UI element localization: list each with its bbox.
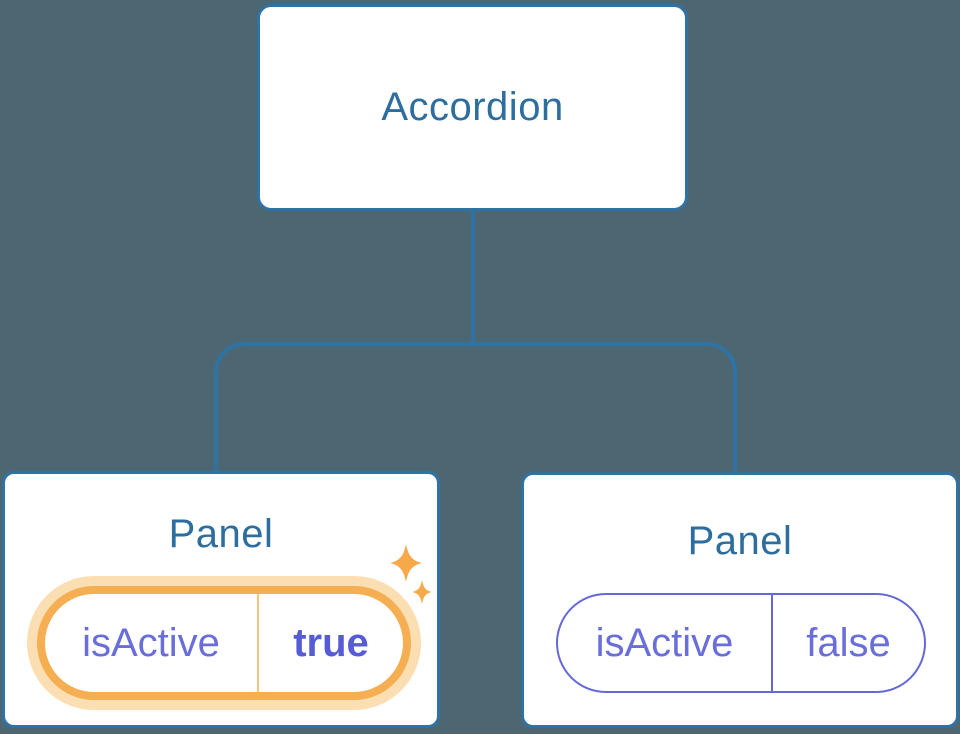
- accordion-label: Accordion: [381, 85, 564, 129]
- panel-node-active: Panel isActive true: [2, 471, 440, 728]
- state-value: false: [806, 620, 891, 665]
- pill-divider: [771, 595, 773, 691]
- state-key: isActive: [82, 620, 220, 665]
- pill-divider: [257, 594, 259, 692]
- state-pill-active: isActive true: [37, 586, 411, 700]
- state-key: isActive: [595, 620, 734, 665]
- state-value: true: [293, 620, 369, 665]
- accordion-node: Accordion: [257, 4, 688, 211]
- state-pill-inactive: isActive false: [556, 593, 926, 693]
- sparkles-icon: [390, 544, 432, 604]
- connector-branches: [214, 342, 737, 472]
- panel-label: Panel: [687, 519, 793, 563]
- panel-label: Panel: [168, 512, 274, 556]
- connector-stem: [471, 209, 475, 346]
- panel-node-inactive: Panel isActive false: [521, 472, 959, 728]
